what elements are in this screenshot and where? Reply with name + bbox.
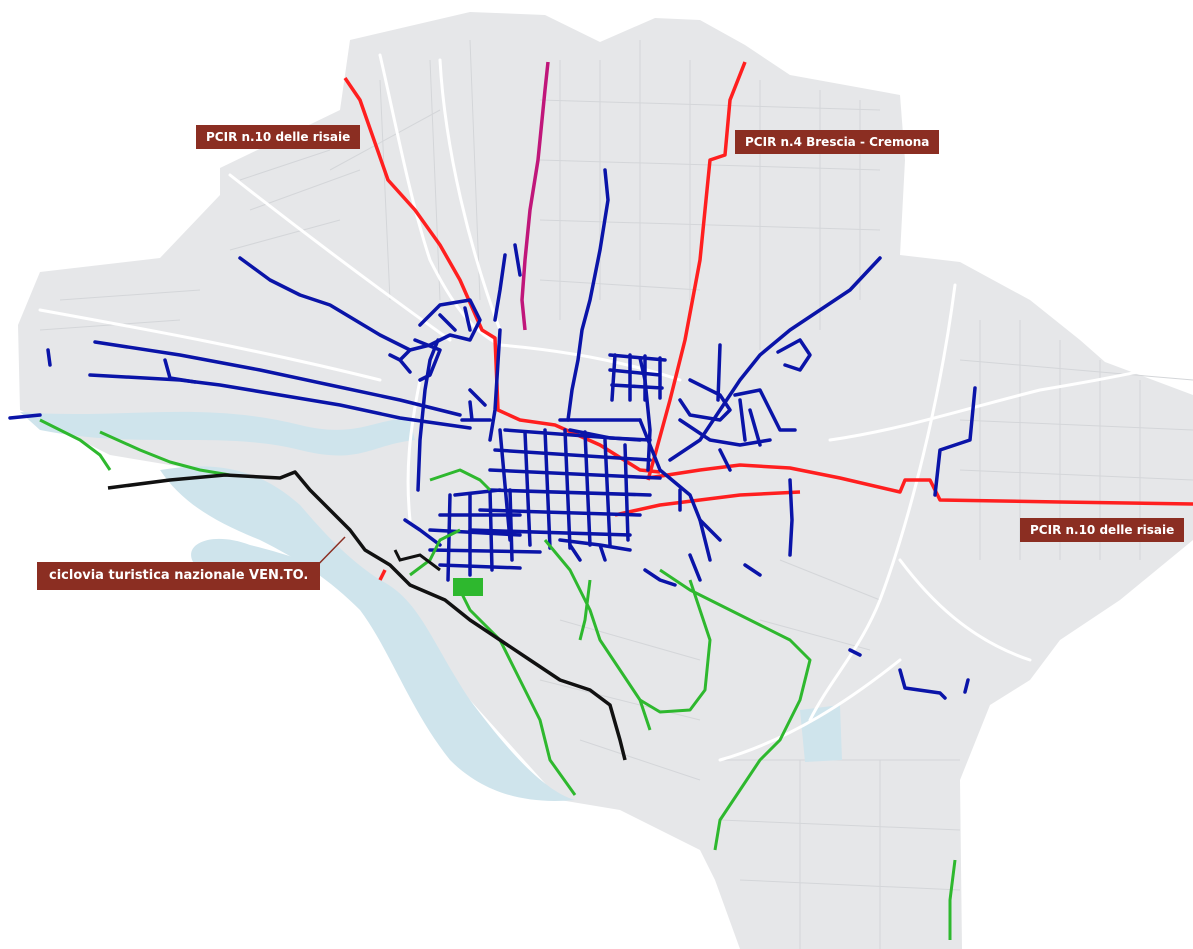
- green-park-block: [453, 578, 483, 596]
- national-route-black: [107, 470, 627, 761]
- national-route-branch: [393, 549, 441, 572]
- existing-cycle-network: [8, 168, 977, 700]
- label-pcir4: PCIR n.4 Brescia - Cremona: [735, 130, 940, 154]
- route-magenta: [520, 61, 550, 331]
- label-vento: ciclovia turistica nazionale VEN.TO.: [37, 562, 321, 590]
- road-network: [38, 53, 1193, 762]
- label-pcir10-northwest: PCIR n.10 delle risaie: [196, 125, 361, 149]
- field-boundaries: [39, 39, 1193, 949]
- green-routes: [39, 418, 957, 940]
- label-pcir10-east: PCIR n.10 delle risaie: [1020, 518, 1185, 542]
